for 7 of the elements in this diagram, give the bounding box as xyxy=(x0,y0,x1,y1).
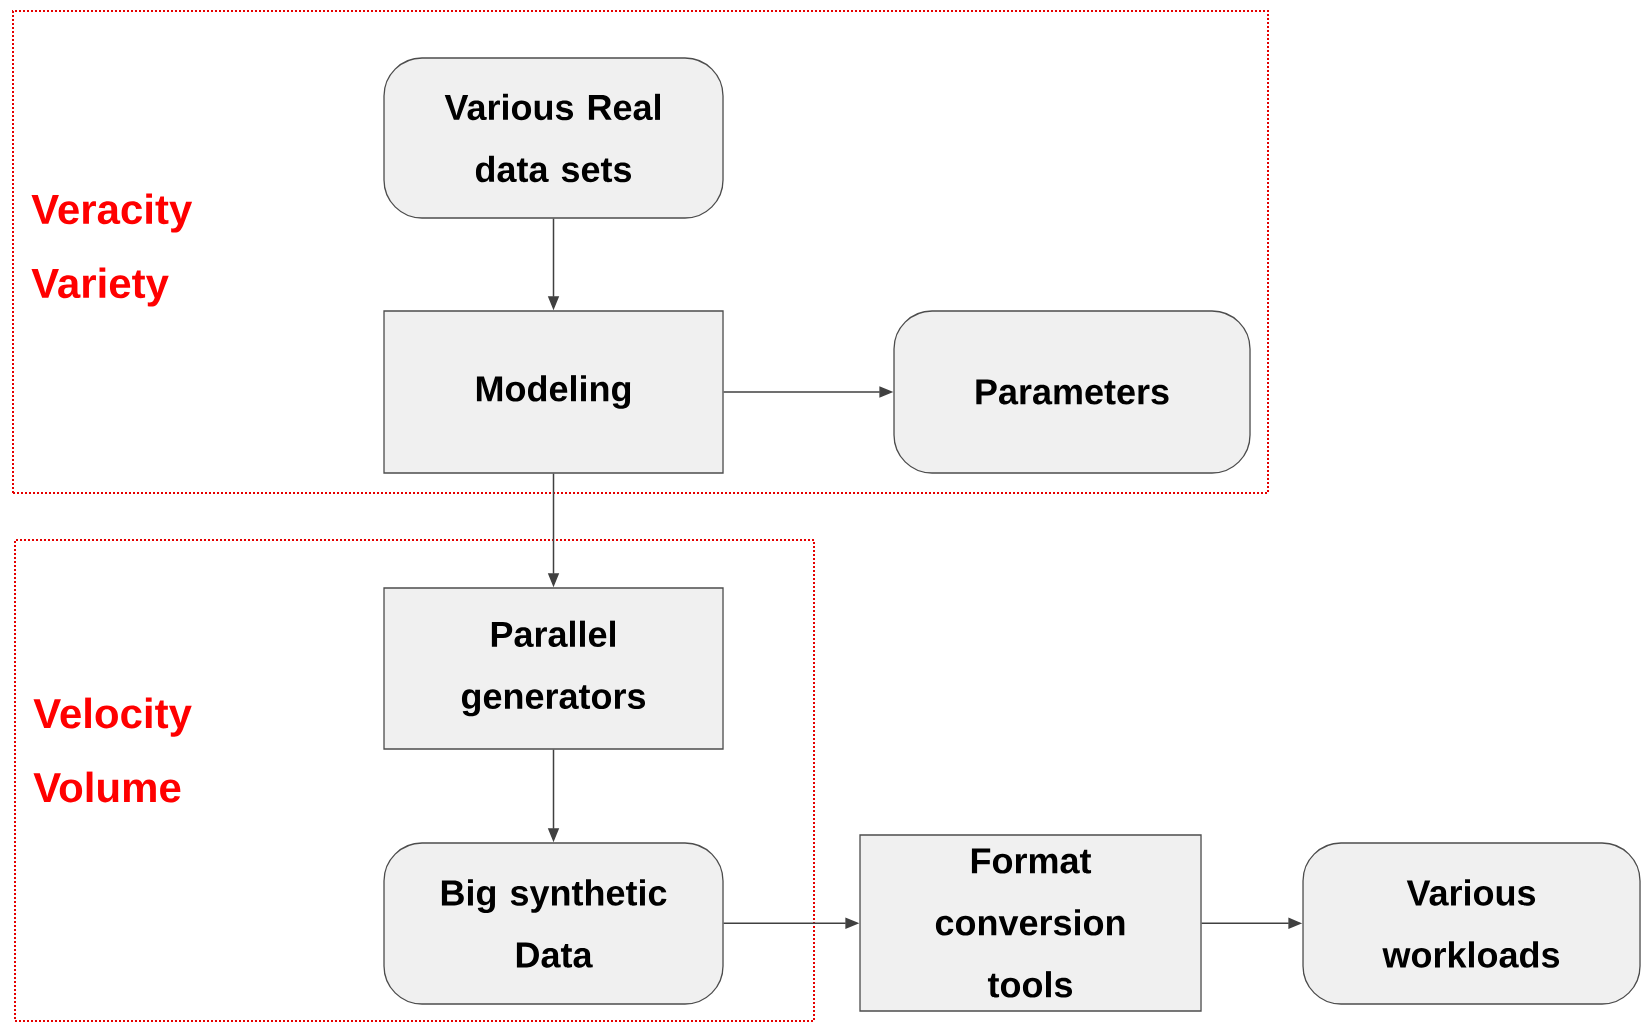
process-box: Parallel generators xyxy=(383,587,724,750)
rounded-box: Big synthetic Data xyxy=(383,842,724,1005)
rounded-box: Various workloads xyxy=(1302,842,1641,1005)
rounded-box: Various Real data sets xyxy=(383,57,724,219)
rounded-box: Parameters xyxy=(893,310,1251,474)
process-box: Modeling xyxy=(383,310,724,474)
process-box: Format conversion tools xyxy=(859,834,1202,1012)
